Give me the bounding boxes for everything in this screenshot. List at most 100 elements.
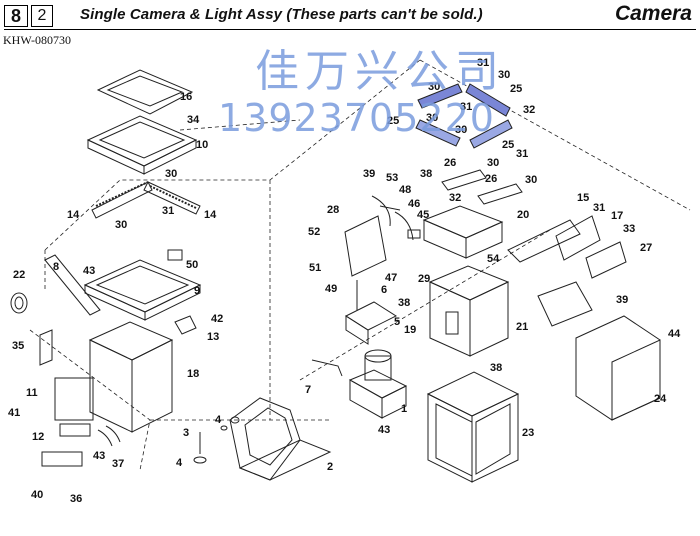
part-23-frame-cage: [426, 371, 520, 483]
assembly-lines: [29, 59, 691, 471]
callout: 30: [165, 168, 177, 180]
callout: 25: [510, 83, 522, 95]
callout: 9: [194, 285, 200, 297]
callout: 16: [180, 91, 192, 103]
callout: 30: [487, 157, 499, 169]
callout: 32: [523, 104, 535, 116]
part-24-cover-panel: [575, 315, 661, 421]
callout: 51: [309, 262, 321, 274]
callout: 30: [525, 174, 537, 186]
callout: 52: [308, 226, 320, 238]
callout: 3: [183, 427, 189, 439]
part-22-lens-ring: [10, 292, 28, 314]
part-13-block: [174, 315, 197, 335]
callout: 43: [378, 424, 390, 436]
part-20-camera-housing: [422, 205, 504, 259]
callout: 38: [420, 168, 432, 180]
callout: 25: [502, 139, 514, 151]
callout-labels: 16 34 10 30 31 14 14 30 50 8 43 9 22 42 …: [8, 57, 681, 505]
header-rule: [4, 29, 696, 30]
part-50-connector: [167, 249, 183, 261]
page-title: Single Camera & Light Assy (These parts …: [80, 6, 483, 23]
callout: 29: [418, 273, 430, 285]
part-21-tray: [537, 281, 593, 327]
part-10-top-frame: [86, 115, 198, 175]
callout: 44: [668, 328, 681, 340]
callout: 54: [487, 253, 500, 265]
callout: 22: [13, 269, 25, 281]
callout: 30: [428, 81, 440, 93]
callout: 4: [176, 457, 183, 469]
watermark-company: 佳万兴公司: [255, 46, 505, 97]
callout: 47: [385, 272, 397, 284]
callout: 19: [404, 324, 416, 336]
callout: 35: [12, 340, 24, 352]
callout: 33: [623, 223, 635, 235]
part-14-led-boards: [91, 181, 201, 219]
callout: 23: [522, 427, 534, 439]
callout: 18: [187, 368, 199, 380]
callout: 14: [67, 209, 80, 221]
callout: 27: [640, 242, 652, 254]
part-5-7-camera: [311, 280, 408, 419]
callout: 31: [477, 57, 489, 69]
callout: 46: [408, 198, 420, 210]
callout: 31: [516, 148, 528, 160]
callout: 12: [32, 431, 44, 443]
watermark-phone: 13923705220: [218, 96, 495, 140]
callout: 36: [70, 493, 82, 505]
part-9-mid-frame: [83, 259, 202, 321]
callout: 10: [196, 139, 208, 151]
part-19-body-block: [428, 265, 510, 357]
callout: 38: [490, 362, 502, 374]
callout: 48: [399, 184, 411, 196]
part-25-light-bars: [415, 83, 513, 149]
part-28-board-assembly: [344, 195, 421, 277]
callout: 38: [398, 297, 410, 309]
part-18-cover-box: [88, 321, 174, 433]
callout: 31: [593, 202, 605, 214]
callout: 37: [112, 458, 124, 470]
callout: 49: [325, 283, 337, 295]
callout: 53: [386, 172, 398, 184]
callout: 26: [485, 173, 497, 185]
callout: 11: [26, 387, 38, 399]
part-2-base-stand: [229, 397, 332, 481]
callout: 13: [207, 331, 219, 343]
parts-3-4-hardware: [193, 416, 240, 464]
part-15-27-plates: [507, 215, 627, 279]
part-11-12-camera-mount: [41, 377, 121, 467]
callout: 45: [417, 209, 429, 221]
callout: 15: [577, 192, 589, 204]
callout: 4: [215, 414, 222, 426]
part-26-strips: [441, 169, 523, 205]
part-16-glass-plate: [96, 69, 194, 115]
callout: 39: [616, 294, 628, 306]
callout: 14: [204, 209, 217, 221]
callout: 5: [394, 316, 400, 328]
callout: 50: [186, 259, 198, 271]
callout: 40: [31, 489, 43, 501]
callout: 24: [654, 393, 667, 405]
callout: 30: [115, 219, 127, 231]
callout: 7: [305, 384, 311, 396]
callout: 8: [53, 261, 59, 273]
callout: 41: [8, 407, 20, 419]
callout: 31: [162, 205, 174, 217]
part-8-bracket: [44, 254, 101, 316]
callout: 1: [401, 403, 407, 415]
callout: 30: [498, 69, 510, 81]
callout: 32: [449, 192, 461, 204]
callout: 30: [426, 112, 438, 124]
callout: 30: [455, 124, 467, 136]
callout: 39: [363, 168, 375, 180]
callout: 2: [327, 461, 333, 473]
callout: 20: [517, 209, 529, 221]
callout: 43: [83, 265, 95, 277]
callout: 25: [387, 115, 399, 127]
callout: 43: [93, 450, 105, 462]
page-number-box: 8: [4, 5, 28, 27]
callout: 31: [460, 101, 472, 113]
callout: 26: [444, 157, 456, 169]
